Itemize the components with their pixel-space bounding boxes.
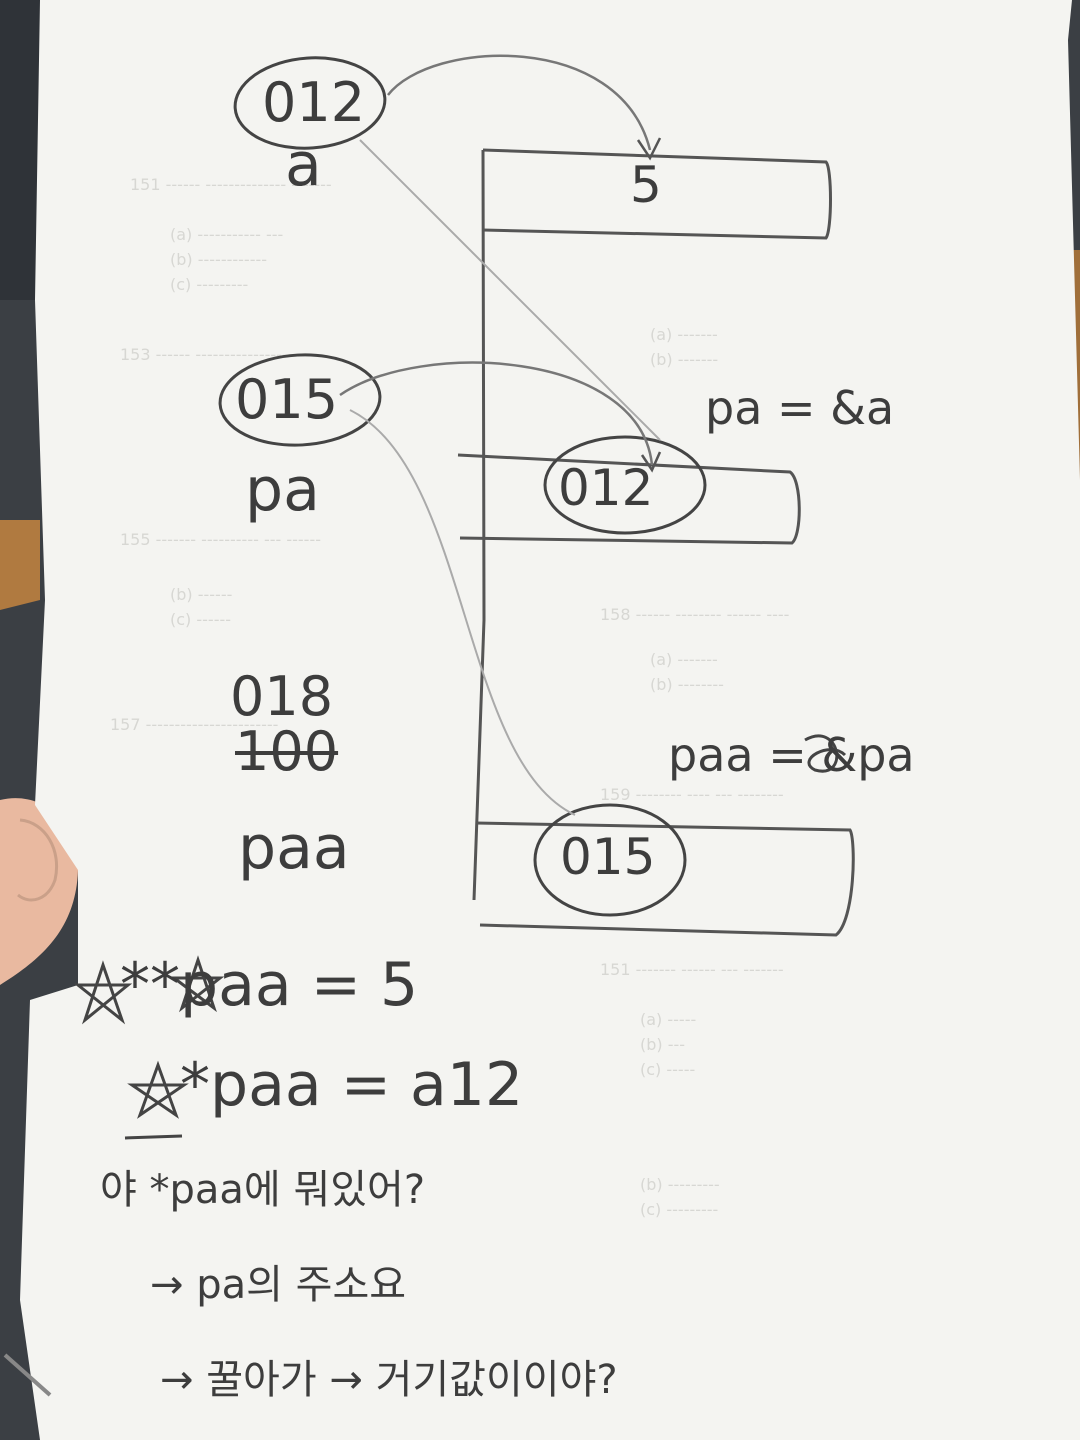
value-circle-middle xyxy=(543,435,707,535)
cell-value-top: 5 xyxy=(630,156,662,214)
underline-mark xyxy=(124,1134,183,1140)
memory-column-line xyxy=(472,149,486,901)
cell-value-middle: 012 xyxy=(558,459,654,517)
cell-value-bottom: 015 xyxy=(560,828,656,886)
var-name-pa: pa xyxy=(245,455,320,525)
svg-text:(b) ---: (b) --- xyxy=(640,1035,685,1054)
note-line-1: **paa = 5 xyxy=(120,950,419,1020)
label-paa-assign: paa = &pa xyxy=(668,728,915,782)
address-circle-pa xyxy=(218,353,382,447)
crossed-value-paa: 100 xyxy=(235,720,339,783)
memory-cell-bottom xyxy=(475,821,855,937)
star-mark-2 xyxy=(169,955,225,1013)
value-circle-bottom xyxy=(533,803,687,917)
svg-text:(b) ------------: (b) ------------ xyxy=(170,250,267,269)
note-line-5: → 꿀아가 → 거기값이이야? xyxy=(160,1357,618,1403)
address-circle-a xyxy=(233,56,387,150)
svg-text:(c) ---------: (c) --------- xyxy=(170,275,248,294)
svg-text:(a) ----------- ---: (a) ----------- --- xyxy=(170,225,283,244)
svg-text:151 ------- ------ --- -------: 151 ------- ------ --- ------- xyxy=(600,960,784,979)
svg-text:(b) ---------: (b) --------- xyxy=(640,1175,720,1194)
svg-text:158 ------ -------- ------ ---: 158 ------ -------- ------ ---- xyxy=(600,605,789,624)
line-pa-to-bottom-value xyxy=(349,409,576,816)
memory-cell-top xyxy=(482,148,832,240)
svg-text:159 -------- ---- --- --------: 159 -------- ---- --- -------- xyxy=(600,785,784,804)
finger xyxy=(0,798,79,985)
address-pa: 015 xyxy=(235,368,339,431)
line-a-to-pa-value xyxy=(359,139,661,441)
memory-cell-middle xyxy=(457,453,801,545)
var-name-paa: paa xyxy=(238,813,350,883)
svg-text:(a) -------: (a) ------- xyxy=(650,650,718,669)
label-pa-assign: pa = &a xyxy=(705,381,895,435)
svg-text:(b) ------: (b) ------ xyxy=(170,585,232,604)
svg-text:(a) -------: (a) ------- xyxy=(650,325,718,344)
svg-text:(c) -----: (c) ----- xyxy=(640,1060,695,1079)
svg-text:(c) ---------: (c) --------- xyxy=(640,1200,718,1219)
star-mark-3 xyxy=(127,1060,189,1119)
svg-text:(a) -----: (a) ----- xyxy=(640,1010,696,1029)
svg-text:155 ------- ---------- --- ---: 155 ------- ---------- --- ------ xyxy=(120,530,321,549)
arrow-pa-to-middle-cell xyxy=(339,361,654,466)
svg-text:151 ------ -------------- ----: 151 ------ -------------- ------- xyxy=(130,175,332,194)
svg-text:(b) -------: (b) ------- xyxy=(650,350,718,369)
svg-text:(b) --------: (b) -------- xyxy=(650,675,724,694)
var-name-a: a xyxy=(285,130,322,200)
star-mark-1 xyxy=(73,960,133,1025)
note-line-2: *paa = a12 xyxy=(180,1050,524,1120)
arrow-a-to-top-cell xyxy=(387,54,652,151)
address-paa: 018 xyxy=(230,665,334,728)
svg-text:(c) ------: (c) ------ xyxy=(170,610,231,629)
scribble-mark xyxy=(804,734,847,773)
note-line-3: 야 *paa에 뭐있어? xyxy=(100,1167,426,1213)
svg-text:157 -----------------------: 157 ----------------------- xyxy=(110,715,278,734)
address-a: 012 xyxy=(262,71,366,134)
note-line-4: → pa의 주소요 xyxy=(150,1262,407,1308)
staple xyxy=(3,1353,52,1397)
